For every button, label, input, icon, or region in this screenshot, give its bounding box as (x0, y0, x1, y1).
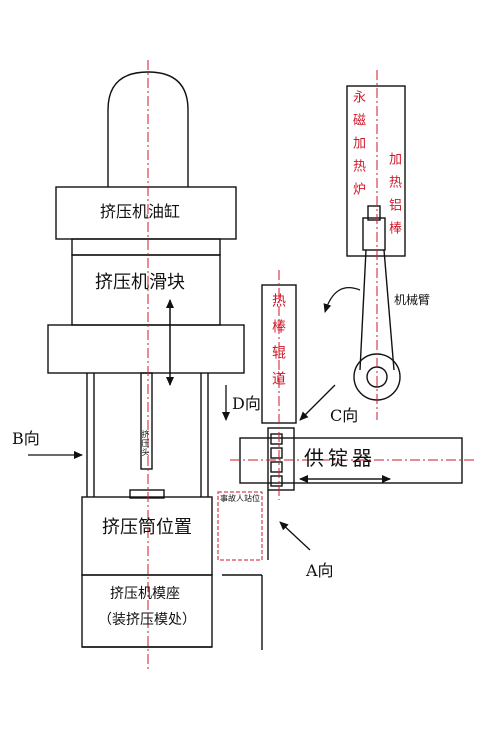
magnetic-furnace-block (346, 85, 406, 257)
magnetic-furnace-label: 永磁加热炉 (350, 90, 365, 205)
accident-station-label: 事故人站位 (220, 494, 260, 503)
platen-block (47, 324, 245, 374)
cylinder-label: 挤压机油缸 (100, 202, 181, 221)
cylinder-dome (107, 71, 189, 187)
slider-label: 挤压机滑块 (95, 272, 185, 293)
ram-head-rect (140, 372, 153, 470)
direction-b-label: B向 (12, 429, 40, 448)
die-seat-label-line1: 挤压机模座 (110, 586, 180, 602)
container-position-label: 挤压筒位置 (102, 517, 192, 538)
mechanical-arm-label: 机械臂 (394, 293, 431, 307)
direction-c-label: C向 (330, 406, 359, 425)
direction-a-label: A向 (306, 561, 334, 580)
accident-station-box (217, 491, 263, 561)
heating-aluminum-bar-label: 加热铝棒 (386, 152, 401, 244)
ram-head-label: 挤压头 (141, 430, 150, 457)
direction-d-label: D向 (232, 394, 261, 413)
heating-roller-channel-label: 热棒辊道 (270, 293, 286, 397)
mechanical-arm-body (359, 249, 395, 371)
feeder-label: 供锭器 (304, 446, 376, 470)
die-seat-label-line2: （装挤压模处） (98, 612, 196, 628)
